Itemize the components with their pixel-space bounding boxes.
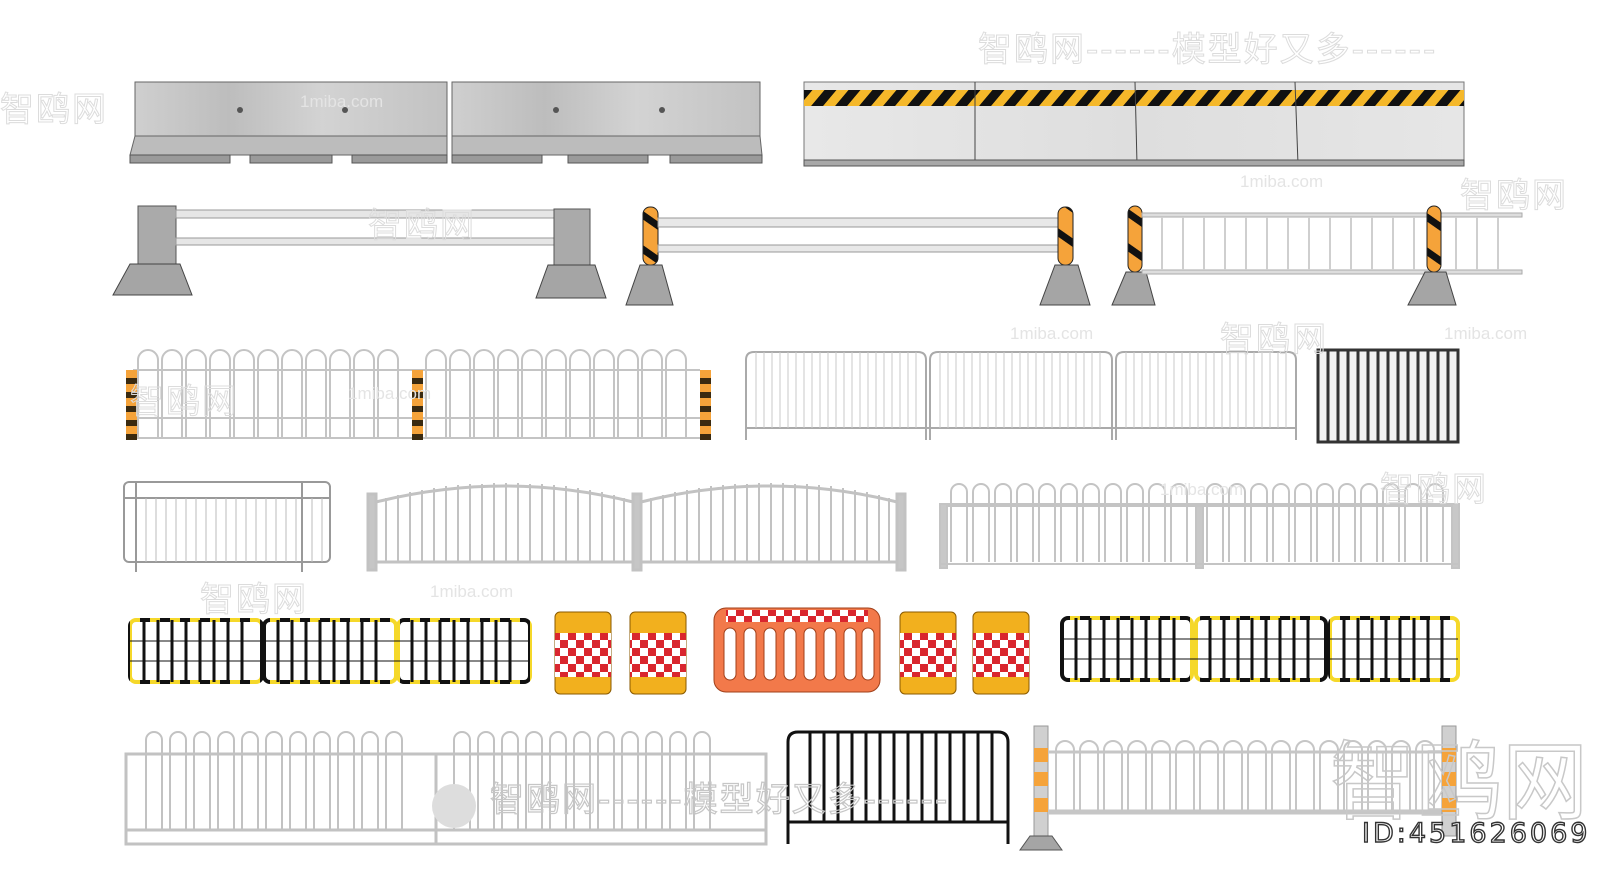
hazard-striped-concrete-barriers	[803, 81, 1465, 167]
bike-rack-barrier	[123, 481, 331, 572]
watermark-logo-icon	[432, 784, 476, 828]
arched-top-gate-fences	[366, 483, 907, 572]
orange-plastic-water-barrier	[713, 607, 881, 693]
concrete-jersey-barrier-2	[451, 81, 763, 164]
yellow-black-mesh-barriers-left	[128, 618, 532, 684]
red-white-drums-left	[554, 611, 687, 695]
yellow-black-mesh-barriers-right	[1060, 616, 1460, 682]
crowd-barricade-bars	[755, 352, 1287, 428]
orange-striped-post-pipe-rail	[625, 206, 1091, 306]
dark-steel-panel	[1316, 348, 1460, 444]
concrete-jersey-barrier-1	[129, 81, 448, 164]
asset-id-label: ID:451626069	[1361, 817, 1591, 849]
orange-striped-post-panel-fence	[1111, 205, 1523, 306]
red-white-drums-right	[899, 611, 1030, 695]
arched-picket-fence-row4	[939, 483, 1460, 569]
striped-fence-posts	[126, 370, 711, 440]
concrete-base-pipe-rail	[112, 205, 607, 299]
black-crowd-barricade	[786, 730, 1010, 844]
picket-fence-orange-posts	[1019, 725, 1457, 851]
loop-top-picket-fences	[124, 731, 768, 846]
